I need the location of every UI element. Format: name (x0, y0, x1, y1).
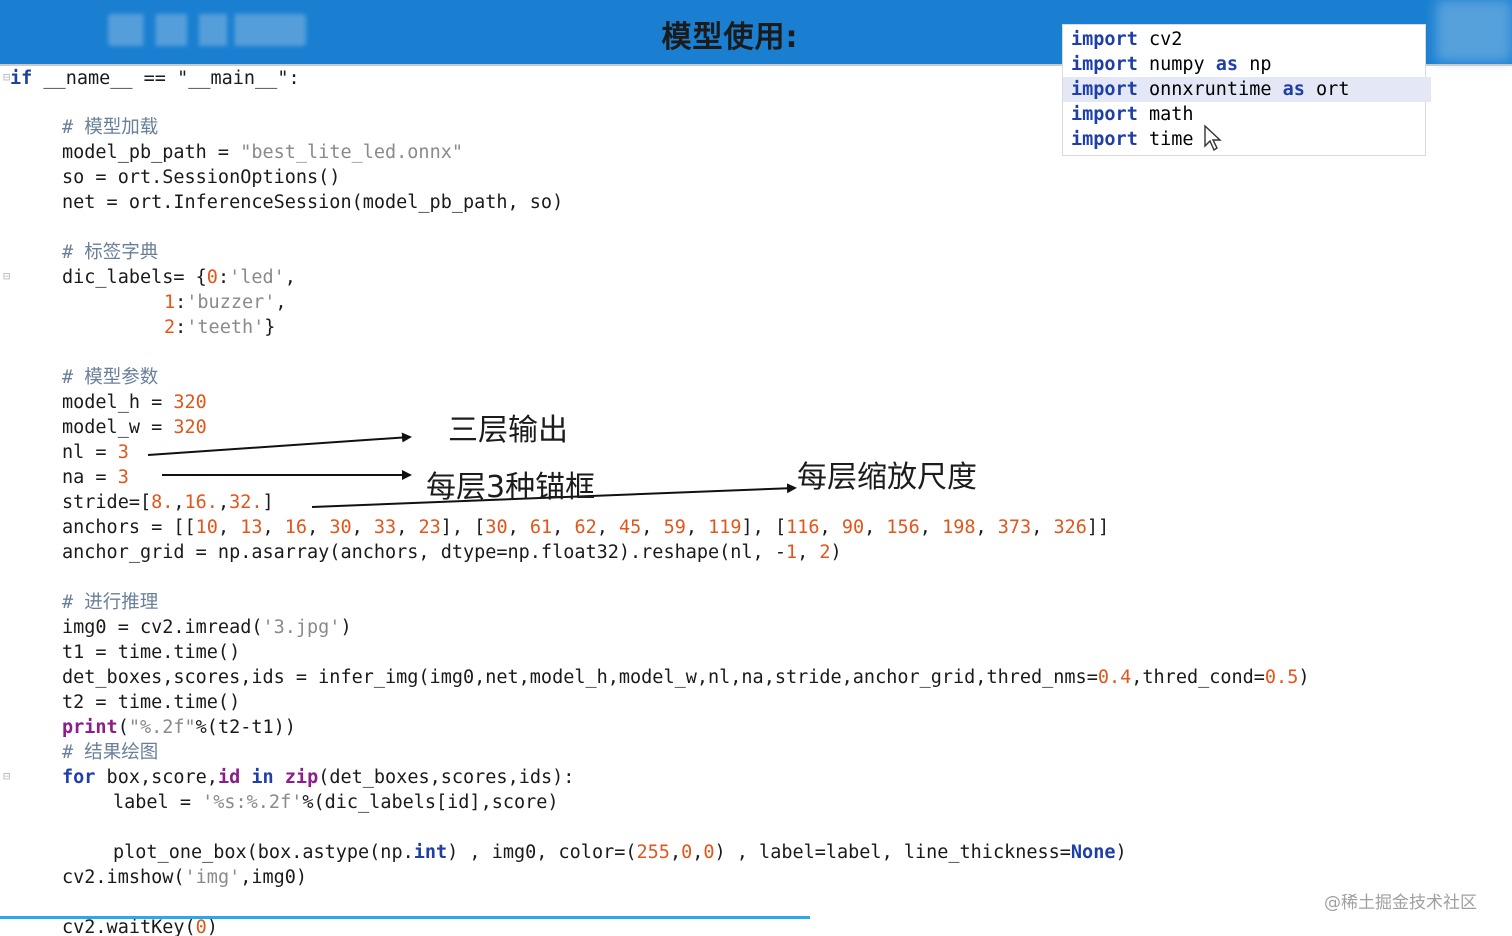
code-line-dic-labels-2: 1:'buzzer', (164, 292, 287, 313)
code-line-waitkey: cv2.waitKey(0) (62, 917, 218, 936)
imports-panel: import cv2 import numpy as np import onn… (1062, 24, 1431, 156)
import-line-math: import math (1071, 104, 1194, 125)
comment-inference: # 进行推理 (62, 592, 159, 613)
comment-draw: # 结果绘图 (62, 742, 159, 763)
annotation-three-anchors: 每层3种锚框 (426, 470, 596, 505)
code-line-inference-session: net = ort.InferenceSession(model_pb_path… (62, 192, 564, 213)
code-line-stride: stride=[8.,16.,32.] (62, 492, 274, 513)
code-line-model-path: model_pb_path = "best_lite_led.onnx" (62, 142, 463, 163)
annotation-scale: 每层缩放尺度 (797, 460, 977, 495)
code-line-imshow: cv2.imshow('img',img0) (62, 867, 308, 888)
code-editor[interactable]: if __name__ == "__main__": # 模型加载 model_… (0, 66, 1512, 936)
code-line-for-loop: for box,score,id in zip(det_boxes,scores… (62, 767, 575, 788)
arrow-scale (311, 483, 797, 508)
import-line-time: import time (1071, 129, 1194, 150)
arrow-three-outputs (147, 432, 412, 456)
code-line-plot-one-box: plot_one_box(box.astype(np.int) , img0, … (113, 842, 1127, 863)
import-line-numpy: import numpy as np (1071, 54, 1272, 75)
code-line-na: na = 3 (62, 467, 129, 488)
fold-marker[interactable]: ⊟ (3, 70, 11, 84)
header-divider (0, 64, 1512, 66)
comment-model-load: # 模型加载 (62, 117, 159, 138)
code-line-t2: t2 = time.time() (62, 692, 241, 713)
code-line-print: print("%.2f"%(t2-t1)) (62, 717, 296, 738)
code-line-infer-img: det_boxes,scores,ids = infer_img(img0,ne… (62, 667, 1310, 688)
code-line-session-options: so = ort.SessionOptions() (62, 167, 341, 188)
code-line-main-guard: if __name__ == "__main__": (10, 68, 300, 89)
slide-title: 模型使用: (661, 20, 799, 55)
blurred-header-logo (108, 14, 306, 46)
blurred-header-corner (1436, 0, 1512, 62)
annotation-three-outputs: 三层输出 (448, 413, 568, 448)
import-line-cv2: import cv2 (1071, 29, 1183, 50)
mouse-cursor-icon (1204, 124, 1222, 152)
watermark: @稀土掘金技术社区 (1324, 893, 1477, 913)
code-line-nl: nl = 3 (62, 442, 129, 463)
code-line-anchors: anchors = [[10, 13, 16, 30, 33, 23], [30… (62, 517, 1110, 538)
code-line-dic-labels-3: 2:'teeth'} (164, 317, 276, 338)
comment-model-params: # 模型参数 (62, 367, 159, 388)
import-line-onnxruntime[interactable]: import onnxruntime as ort (1063, 77, 1431, 102)
code-line-imread: img0 = cv2.imread('3.jpg') (62, 617, 352, 638)
video-progress-bar[interactable] (0, 916, 810, 919)
code-line-model-w: model_w = 320 (62, 417, 207, 438)
comment-labels: # 标签字典 (62, 242, 159, 263)
code-line-anchor-grid: anchor_grid = np.asarray(anchors, dtype=… (62, 542, 842, 563)
code-line-label: label = '%s:%.2f'%(dic_labels[id],score) (113, 792, 559, 813)
fold-marker[interactable]: ⊟ (3, 769, 11, 783)
fold-marker[interactable]: ⊟ (3, 269, 11, 283)
code-line-dic-labels-1: dic_labels= {0:'led', (62, 267, 296, 288)
code-line-t1: t1 = time.time() (62, 642, 241, 663)
code-line-model-h: model_h = 320 (62, 392, 207, 413)
